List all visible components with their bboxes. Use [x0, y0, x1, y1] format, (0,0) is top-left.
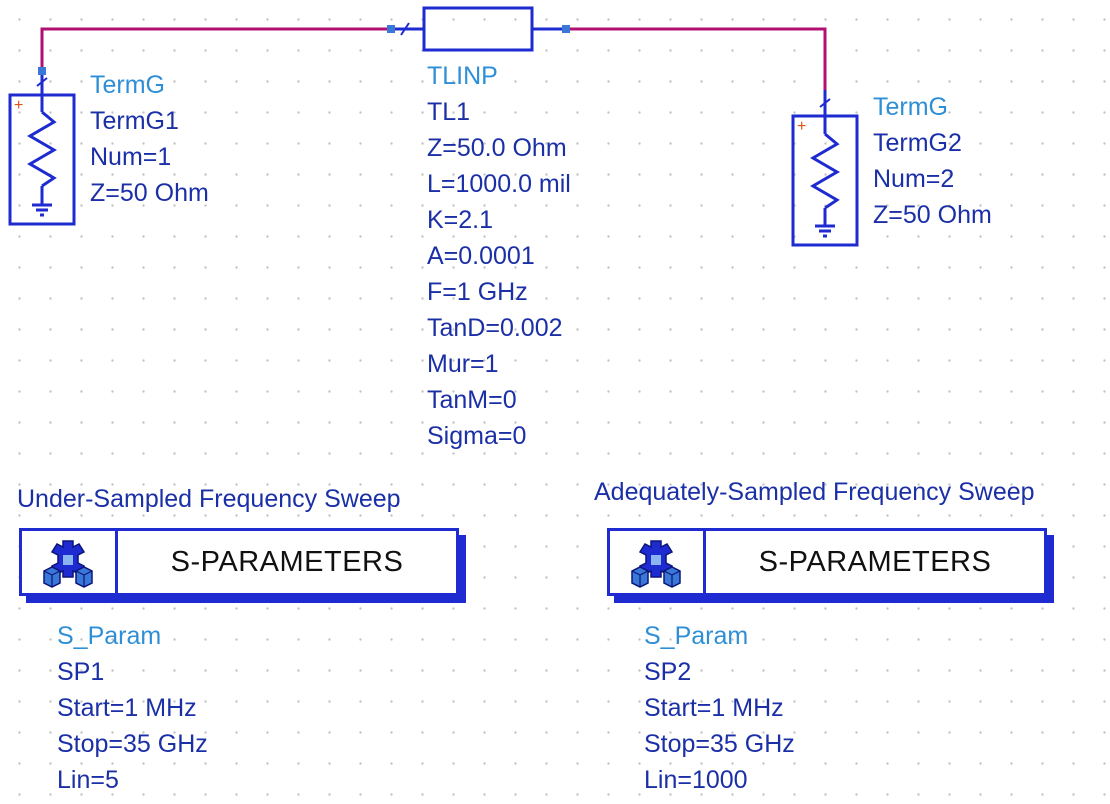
sim1-param: Lin=5: [57, 766, 119, 794]
sim2-icon-cell: [610, 531, 706, 593]
termg2-type: TermG: [873, 93, 948, 121]
tl1-param: TanM=0: [427, 386, 517, 414]
termg1-symbol[interactable]: +: [8, 67, 76, 226]
sim2-sparameters-block[interactable]: S-PARAMETERS: [607, 528, 1047, 596]
tl1-param: TanD=0.002: [427, 314, 563, 342]
wire-tl1-to-termg2[interactable]: [566, 27, 827, 110]
sim1-sparameters-block[interactable]: S-PARAMETERS: [19, 528, 459, 596]
termg2-instance: TermG2: [873, 129, 962, 157]
tl1-symbol[interactable]: [387, 6, 570, 52]
sim1-icon-cell: [22, 531, 118, 593]
tl1-param: A=0.0001: [427, 242, 535, 270]
tl1-pin-tick: [400, 22, 410, 36]
sim1-param: Stop=35 GHz: [57, 730, 208, 758]
termg2-resistor: [810, 132, 840, 210]
sim1-instance: SP1: [57, 658, 105, 686]
tl1-param: L=1000.0 mil: [427, 170, 571, 198]
ground-icon: [32, 203, 52, 217]
sim1-box-label: S-PARAMETERS: [170, 546, 404, 578]
termg2-symbol[interactable]: +: [791, 90, 859, 247]
sim2-box-label: S-PARAMETERS: [758, 546, 992, 578]
termg2-label: TermG TermG2 Num=2 Z=50 Ohm: [873, 89, 992, 233]
sim2-title: Adequately-Sampled Frequency Sweep: [594, 478, 1035, 506]
termg1-pin[interactable]: [38, 67, 46, 75]
sim2-param: Stop=35 GHz: [644, 730, 795, 758]
gear-icon: [43, 540, 93, 588]
tl1-body: [422, 6, 534, 52]
tl1-pin-left[interactable]: [387, 25, 395, 33]
tl1-pin-right[interactable]: [562, 25, 570, 33]
termg2-plus-marker: +: [797, 118, 806, 135]
gear-icon: [631, 540, 681, 588]
termg1-instance: TermG1: [90, 107, 179, 135]
tl1-param: Sigma=0: [427, 422, 527, 450]
tl1-param: F=1 GHz: [427, 278, 528, 306]
termg2-param: Z=50 Ohm: [873, 201, 992, 229]
sim2-instance: SP2: [644, 658, 692, 686]
termg2-param: Num=2: [873, 165, 955, 193]
tl1-param: Z=50.0 Ohm: [427, 134, 567, 162]
sim1-param: Start=1 MHz: [57, 694, 197, 722]
termg1-type: TermG: [90, 71, 165, 99]
termg1-label: TermG TermG1 Num=1 Z=50 Ohm: [90, 67, 209, 211]
termg1-plus-marker: +: [14, 97, 23, 114]
sim2-param: Lin=1000: [644, 766, 748, 794]
termg1-param: Num=1: [90, 143, 172, 171]
tl1-label: TLINP TL1 Z=50.0 Ohm L=1000.0 mil K=2.1 …: [427, 58, 571, 454]
termg1-pin-tick: [36, 77, 48, 87]
tl1-type: TLINP: [427, 62, 498, 90]
termg1-param: Z=50 Ohm: [90, 179, 209, 207]
tl1-param: K=2.1: [427, 206, 494, 234]
termg1-resistor: [27, 110, 57, 188]
sim2-param: Start=1 MHz: [644, 694, 784, 722]
sim1-type: S_Param: [57, 622, 162, 650]
tl1-param: Mur=1: [427, 350, 499, 378]
tl1-instance: TL1: [427, 98, 471, 126]
sim2-type: S_Param: [644, 622, 749, 650]
sim1-label: S_Param SP1 Start=1 MHz Stop=35 GHz Lin=…: [57, 618, 208, 798]
ground-icon: [815, 224, 835, 238]
sim1-title: Under-Sampled Frequency Sweep: [17, 485, 401, 513]
sim2-label: S_Param SP2 Start=1 MHz Stop=35 GHz Lin=…: [644, 618, 795, 798]
termg2-pin-tick: [819, 98, 831, 108]
